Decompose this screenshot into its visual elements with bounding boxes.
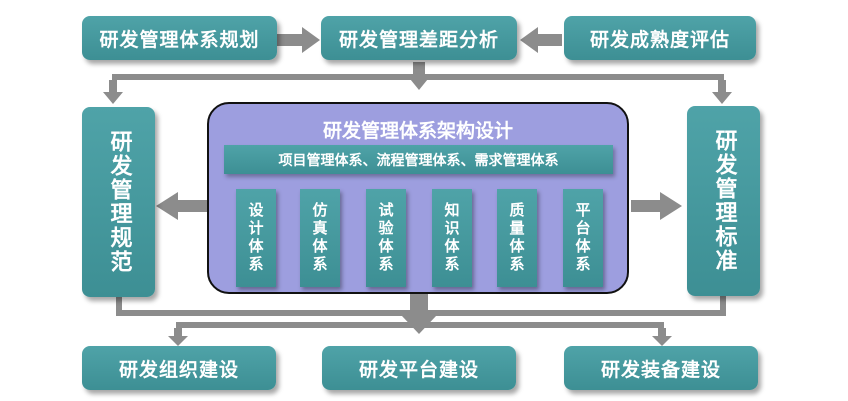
arrow-center-to-left — [156, 192, 207, 220]
system-testing-label: 试验体系 — [376, 202, 395, 274]
gap-analysis-box: 研发管理差距分析 — [321, 16, 517, 60]
maturity-assessment-box-label: 研发成熟度评估 — [589, 28, 730, 51]
system-quality-label: 质量体系 — [507, 202, 526, 274]
right-collector-line — [720, 296, 726, 314]
right-collector-bar — [428, 310, 726, 316]
platform-building-box-label: 研发平台建设 — [358, 358, 479, 381]
bottom-distribution-bar — [176, 322, 664, 328]
arrow-maturity-to-gap — [520, 27, 562, 53]
system-platform-label: 平台体系 — [573, 202, 592, 274]
system-simulation: 仿真体系 — [300, 189, 340, 287]
system-quality: 质量体系 — [497, 189, 537, 287]
platform-building-box: 研发平台建设 — [322, 346, 516, 390]
left-collector-line — [116, 296, 122, 314]
maturity-assessment-box: 研发成熟度评估 — [564, 16, 756, 60]
plan-box-label: 研发管理体系规划 — [99, 28, 260, 51]
system-design: 设计体系 — [236, 189, 276, 287]
arrow-to-left-side — [103, 80, 123, 104]
equipment-building-box-label: 研发装备建设 — [600, 358, 721, 381]
management-norms-box-label: 研发管理规范 — [106, 130, 132, 274]
management-systems-bar: 项目管理体系、流程管理体系、需求管理体系 — [224, 145, 613, 174]
management-norms-box: 研发管理规范 — [82, 107, 155, 297]
system-knowledge: 知识体系 — [432, 189, 472, 287]
management-systems-label: 项目管理体系、流程管理体系、需求管理体系 — [278, 152, 559, 169]
system-platform: 平台体系 — [563, 189, 603, 287]
arrow-plan-to-gap — [277, 27, 320, 53]
organization-building-box: 研发组织建设 — [82, 346, 276, 390]
arrow-center-to-right — [631, 192, 682, 220]
top-distribution-bar — [112, 74, 724, 80]
system-knowledge-label: 知识体系 — [442, 202, 461, 274]
gap-analysis-box-label: 研发管理差距分析 — [338, 28, 499, 51]
management-standards-box-label: 研发管理标准 — [711, 129, 737, 273]
architecture-design-block: 研发管理体系架构设计 项目管理体系、流程管理体系、需求管理体系 设计体系 仿真体… — [207, 102, 629, 294]
system-testing: 试验体系 — [366, 189, 406, 287]
organization-building-box-label: 研发组织建设 — [118, 358, 239, 381]
system-simulation-label: 仿真体系 — [310, 202, 329, 274]
arrow-to-bottom-right — [652, 328, 672, 346]
architecture-design-title: 研发管理体系架构设计 — [322, 120, 513, 142]
left-collector-bar — [116, 310, 412, 316]
system-design-label: 设计体系 — [246, 202, 265, 274]
arrow-to-right-side — [712, 80, 732, 104]
plan-box: 研发管理体系规划 — [82, 16, 277, 60]
arrow-to-bottom-left — [168, 328, 188, 346]
equipment-building-box: 研发装备建设 — [564, 346, 758, 390]
management-standards-box: 研发管理标准 — [687, 106, 760, 296]
